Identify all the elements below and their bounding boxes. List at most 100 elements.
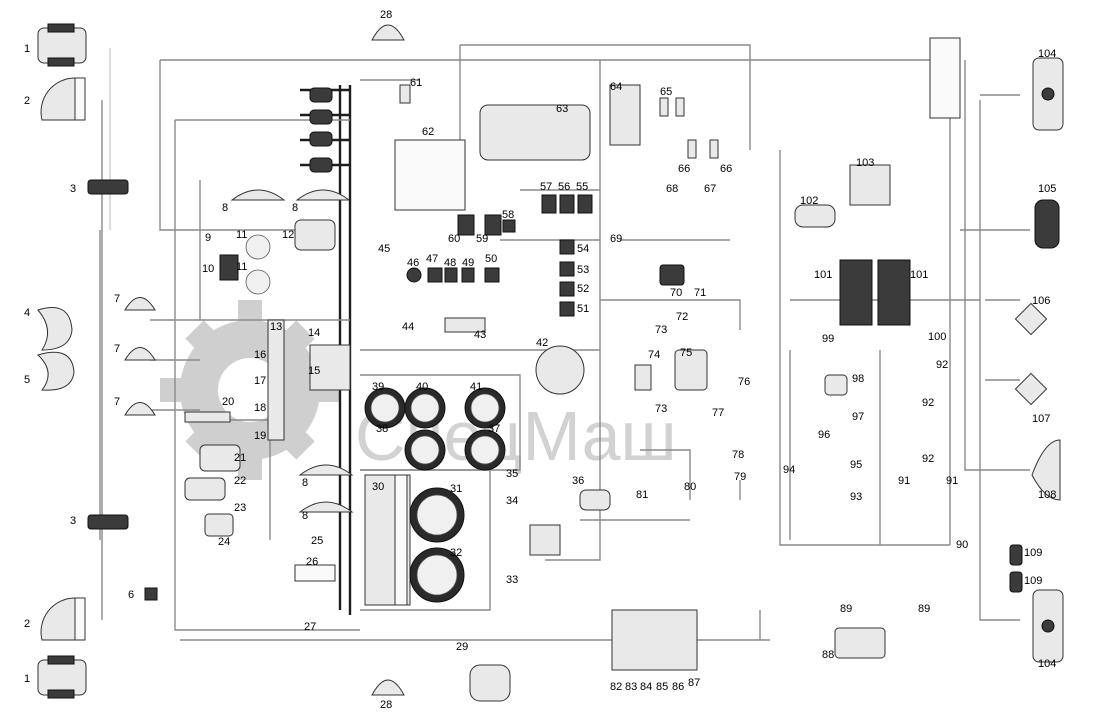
coil-75-icon	[674, 349, 708, 391]
callout-label: 103	[856, 157, 874, 169]
callout-label: 19	[254, 430, 266, 442]
unit-98-icon	[824, 374, 848, 396]
callout-label: 96	[818, 429, 830, 441]
callout-label: 83	[625, 681, 637, 693]
callout-label: 50	[485, 253, 497, 265]
callout-label: 92	[936, 359, 948, 371]
switch-49-icon	[461, 267, 475, 283]
callout-label: 97	[852, 411, 864, 423]
lamp-28-top-icon	[371, 24, 405, 41]
callout-label: 86	[672, 681, 684, 693]
callout-label: 9	[205, 232, 211, 244]
connector-block-d-icon	[309, 157, 333, 173]
callout-label: 61	[410, 77, 422, 89]
callout-label: 89	[918, 603, 930, 615]
callout-label: 4	[24, 307, 30, 319]
starter-63-icon	[479, 104, 591, 161]
callout-label: 25	[311, 535, 323, 547]
sensor-66a-icon	[687, 139, 697, 159]
indicator-strip-icon	[394, 474, 408, 606]
lamp-109a-icon	[1009, 544, 1023, 566]
callout-label: 7	[114, 343, 120, 355]
headlamp-2-top-icon	[40, 77, 86, 121]
tachometer-32-icon	[409, 547, 465, 603]
gauge-11-lower-icon	[245, 269, 271, 295]
unit-70-icon	[659, 264, 685, 286]
callout-label: 11	[236, 229, 247, 241]
callout-label: 81	[636, 489, 648, 501]
callout-label: 64	[610, 81, 622, 93]
marker-lamp-7-a-icon	[124, 297, 156, 311]
callout-label: 109	[1024, 575, 1042, 587]
callout-label: 35	[506, 468, 518, 480]
callout-label: 3	[70, 183, 76, 195]
switch-column-16-19-icon	[267, 319, 285, 441]
relay-51-icon	[559, 301, 575, 317]
terminal-block-3-top-icon	[87, 179, 129, 195]
spotlight-29-icon	[469, 664, 511, 702]
horn-4-icon	[37, 307, 73, 351]
ignition-switch-36-icon	[579, 489, 611, 511]
callout-label: 8	[222, 202, 228, 214]
callout-label: 67	[704, 183, 716, 195]
headlamp-1-bottom-icon	[37, 655, 87, 699]
relay-53-icon	[559, 261, 575, 277]
callout-label: 94	[783, 464, 795, 476]
callout-label: 79	[734, 471, 746, 483]
callout-label: 62	[422, 126, 434, 138]
sensor-66b-icon	[709, 139, 719, 159]
callout-label: 20	[222, 396, 234, 408]
callout-label: 3	[70, 515, 76, 527]
callout-label: 16	[254, 349, 266, 361]
callout-label: 74	[648, 349, 660, 361]
marker-lamp-7-b-icon	[124, 347, 156, 361]
callout-label: 7	[114, 396, 120, 408]
callout-label: 92	[922, 453, 934, 465]
callout-label: 6	[128, 589, 134, 601]
callout-label: 78	[732, 449, 744, 461]
callout-label: 41	[470, 381, 482, 393]
connector-block-c-icon	[309, 131, 333, 147]
callout-label: 105	[1038, 183, 1056, 195]
callout-label: 104	[1038, 48, 1056, 60]
callout-label: 11	[236, 261, 247, 273]
fuse-box-62-icon	[394, 139, 466, 211]
relay-52-icon	[559, 281, 575, 297]
callout-label: 100	[928, 331, 946, 343]
callout-label: 1	[24, 43, 30, 55]
callout-label: 102	[800, 195, 818, 207]
callout-label: 49	[462, 257, 474, 269]
lamp-108-icon	[1031, 439, 1061, 501]
callout-label: 34	[506, 495, 518, 507]
valve-102-icon	[794, 204, 836, 228]
switch-33-34-icon	[529, 524, 561, 556]
relay-57-icon	[541, 194, 557, 214]
lamp-105-icon	[1034, 199, 1060, 249]
callout-label: 8	[302, 477, 308, 489]
callout-labels: 1 2 3 4 5 6 7 7 7 8 8 8 8 9 10 11 11 12 …	[24, 9, 1056, 711]
callout-label: 13	[270, 321, 282, 333]
sensor-20-icon	[184, 411, 231, 423]
callout-label: 44	[402, 321, 414, 333]
callout-label: 26	[306, 556, 318, 568]
callout-label: 39	[372, 381, 384, 393]
relay-55-icon	[577, 194, 593, 214]
right-components	[609, 37, 1064, 671]
callout-label: 73	[655, 324, 667, 336]
relay-56-icon	[559, 194, 575, 214]
callout-label: 8	[292, 202, 298, 214]
gauge-41-icon	[464, 387, 506, 429]
callout-label: 56	[558, 181, 570, 193]
callout-label: 52	[577, 283, 589, 295]
callout-label: 98	[852, 373, 864, 385]
callout-label: 73	[655, 403, 667, 415]
callout-label: 40	[416, 381, 428, 393]
callout-label: 91	[898, 475, 910, 487]
lamp-8-a-icon	[230, 189, 286, 201]
filter-24-icon	[204, 513, 234, 537]
sensor-65a-icon	[659, 97, 669, 117]
callout-label: 8	[302, 510, 308, 522]
left-components	[37, 23, 158, 699]
battery-101a-icon	[839, 259, 873, 326]
